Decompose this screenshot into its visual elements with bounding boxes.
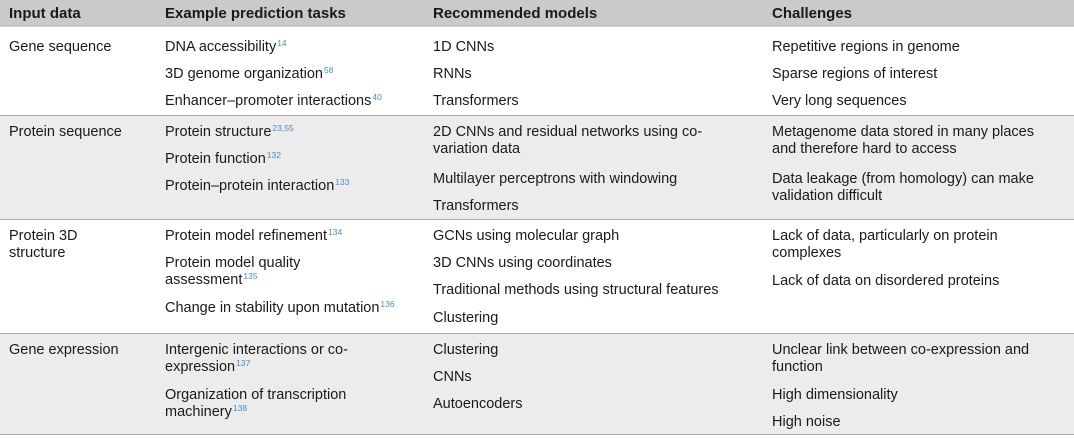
reference-superscript: 135 — [243, 271, 258, 281]
input-label: Gene sequence — [9, 39, 112, 55]
challenge-item: Metagenome data stored in many places an… — [772, 124, 1034, 157]
table-row-protein-sequence: Protein sequence Protein structure23,55 … — [0, 116, 1074, 220]
table-header: Input data Example prediction tasks Reco… — [0, 0, 1074, 27]
reference-superscript: 134 — [328, 227, 343, 237]
model-item: RNNs — [433, 66, 472, 82]
model-item: 1D CNNs — [433, 39, 495, 55]
table-bottom-rule — [0, 434, 1074, 435]
task-item: Change in stability upon mutation136 — [165, 299, 395, 316]
model-item: Transformers — [433, 93, 519, 109]
task-item: Enhancer–promoter interactions40 — [165, 92, 382, 109]
model-item: Clustering — [433, 310, 499, 326]
table-row-protein-3d-structure: Protein 3D structure Protein model refin… — [0, 220, 1074, 334]
task-item: Organization of transcription machinery1… — [165, 387, 347, 420]
reference-superscript: 133 — [335, 177, 350, 187]
challenge-item: Data leakage (from homology) can make va… — [772, 171, 1034, 204]
challenge-item: Unclear link between co-expression and f… — [772, 342, 1030, 375]
input-label: Protein sequence — [9, 124, 122, 140]
reference-superscript: 136 — [380, 299, 395, 309]
reference-superscript: 132 — [266, 150, 281, 160]
challenge-item: Lack of data, particularly on protein co… — [772, 228, 998, 261]
model-item: Multilayer perceptrons with windowing — [433, 171, 678, 187]
table-row-gene-expression: Gene expression Intergenic interactions … — [0, 334, 1074, 434]
header-recommended-models: Recommended models — [433, 5, 598, 22]
input-label: Gene expression — [9, 342, 119, 358]
reference-superscript: 138 — [232, 403, 248, 413]
model-item: Transformers — [433, 198, 519, 214]
input-label: Protein 3D structure — [9, 228, 78, 261]
challenge-item: Very long sequences — [772, 93, 907, 109]
model-item: Autoencoders — [433, 396, 523, 412]
reference-superscript: 40 — [372, 92, 382, 102]
task-item: Protein model refinement134 — [165, 227, 343, 244]
challenge-item: Sparse regions of interest — [772, 66, 938, 82]
task-item: DNA accessibility14 — [165, 38, 287, 55]
table-row-gene-sequence: Gene sequence DNA accessibility14 3D gen… — [0, 27, 1074, 116]
header-example-prediction-tasks: Example prediction tasks — [165, 5, 346, 22]
task-item: 3D genome organization58 — [165, 65, 334, 82]
model-item: Clustering — [433, 342, 499, 358]
model-item: CNNs — [433, 369, 472, 385]
reference-superscript: 14 — [277, 38, 287, 48]
challenge-item: Lack of data on disordered proteins — [772, 273, 1000, 289]
header-input-data: Input data — [9, 5, 81, 22]
challenge-item: High dimensionality — [772, 387, 898, 403]
model-item: 2D CNNs and residual networks using co-v… — [433, 124, 703, 157]
model-item: Traditional methods using structural fea… — [433, 282, 719, 298]
reference-superscript: 58 — [324, 65, 334, 75]
task-item: Protein function132 — [165, 150, 281, 167]
model-item: GCNs using molecular graph — [433, 228, 620, 244]
header-challenges: Challenges — [772, 5, 853, 22]
task-item: Protein–protein interaction133 — [165, 177, 350, 194]
challenge-item: High noise — [772, 414, 841, 430]
model-item: 3D CNNs using coordinates — [433, 255, 612, 271]
reference-superscript: 137 — [236, 358, 251, 368]
task-item: Intergenic interactions or co-expression… — [165, 342, 348, 375]
reference-superscript: 23,55 — [272, 123, 294, 133]
task-item: Protein structure23,55 — [165, 123, 294, 140]
task-item: Protein model quality assessment135 — [165, 255, 301, 288]
challenge-item: Repetitive regions in genome — [772, 39, 960, 55]
